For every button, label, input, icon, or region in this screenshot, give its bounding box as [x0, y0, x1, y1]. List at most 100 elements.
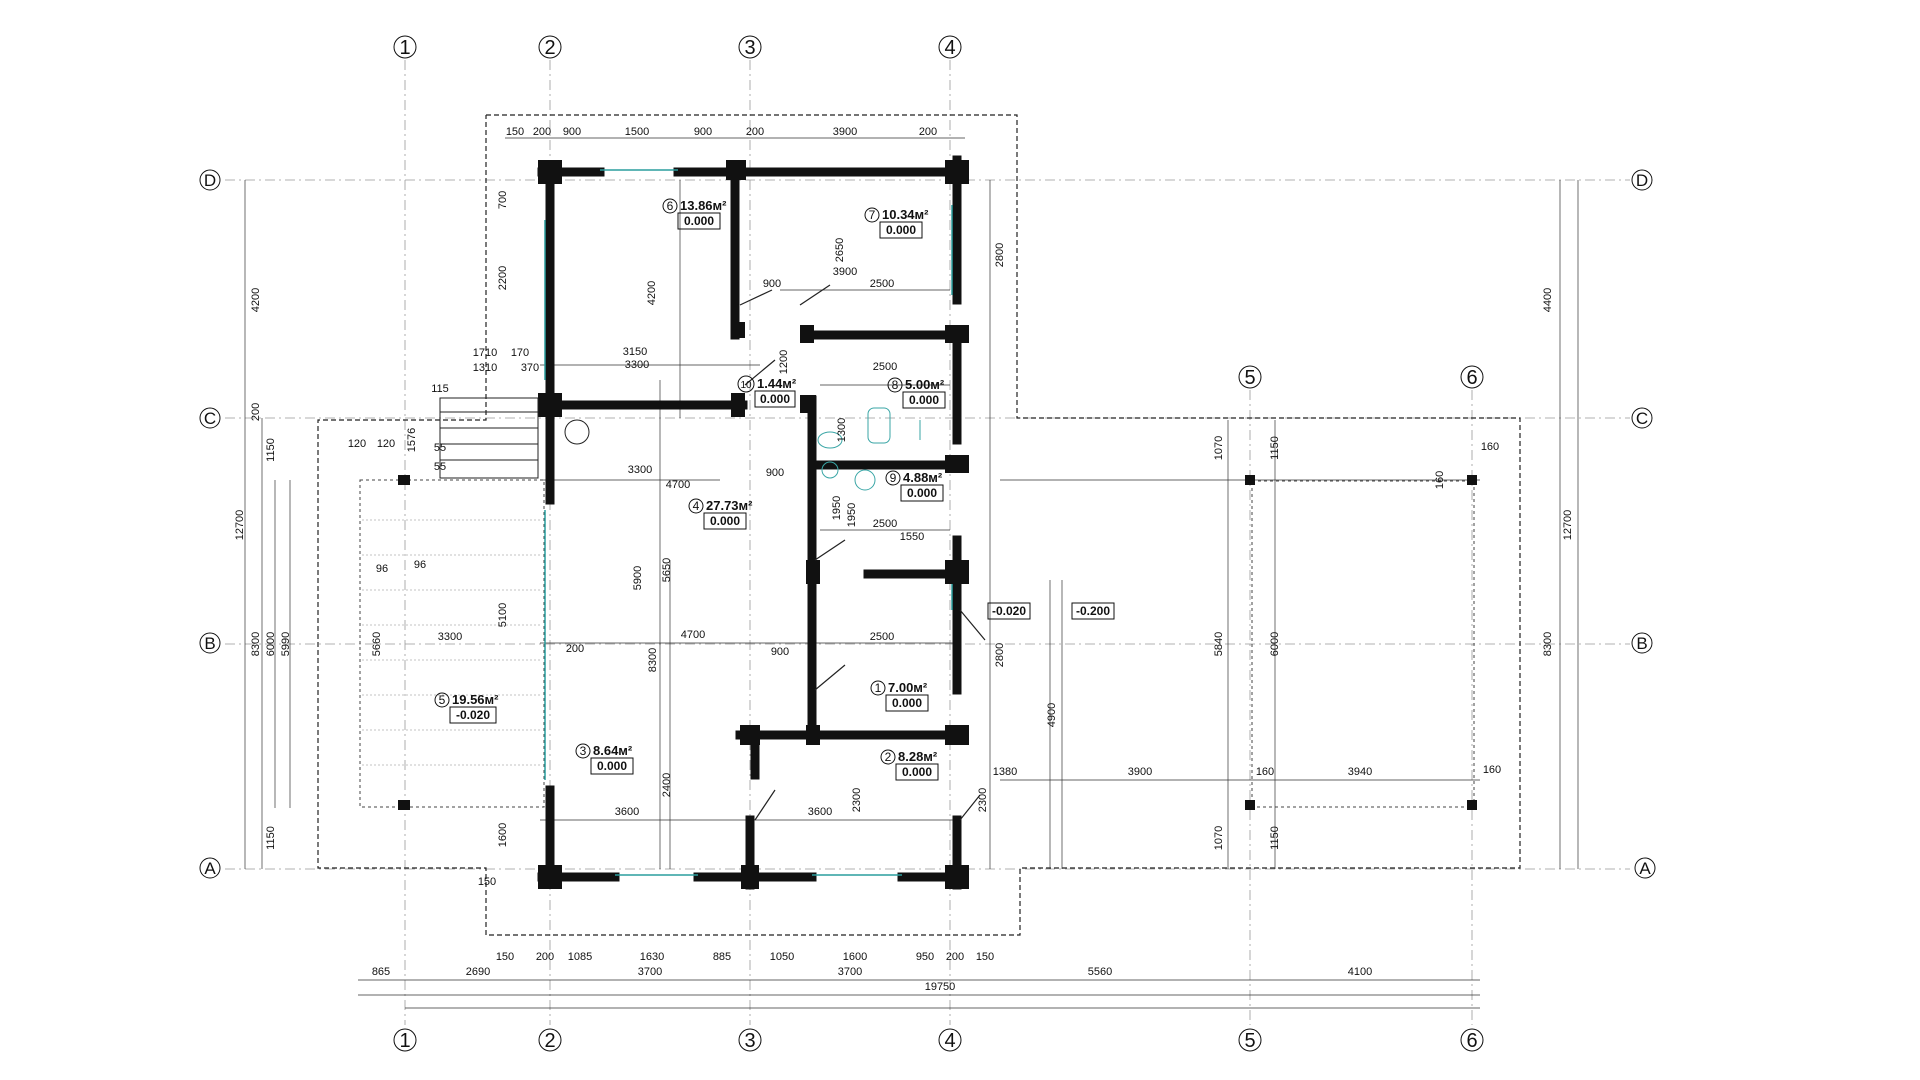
- svg-text:8300: 8300: [250, 632, 262, 656]
- svg-text:3: 3: [744, 37, 755, 59]
- svg-text:200: 200: [533, 126, 551, 138]
- svg-text:C: C: [204, 409, 216, 428]
- svg-text:1576: 1576: [406, 428, 418, 452]
- svg-text:150: 150: [506, 126, 524, 138]
- svg-text:900: 900: [771, 646, 789, 658]
- axis-bubble-right-B: B: [1631, 632, 1653, 654]
- svg-text:1050: 1050: [770, 951, 794, 963]
- svg-text:1380: 1380: [993, 766, 1017, 778]
- svg-text:5650: 5650: [661, 558, 673, 582]
- svg-text:5: 5: [439, 693, 446, 707]
- wall-nodes: [398, 160, 1477, 889]
- dims-interior: 700 2200 4200 3150 3300 3300 4700 4700 5…: [348, 191, 1058, 888]
- axis-bubble-top-4: 4: [938, 35, 962, 59]
- dims-right: 4400 12700 8300: [1542, 288, 1574, 656]
- svg-text:2300: 2300: [977, 788, 989, 812]
- svg-text:6: 6: [667, 199, 674, 213]
- svg-text:1300: 1300: [836, 418, 848, 442]
- svg-text:8.64м²: 8.64м²: [593, 743, 633, 758]
- stair: [439, 397, 590, 479]
- svg-text:13.86м²: 13.86м²: [680, 198, 727, 213]
- svg-text:1310: 1310: [473, 362, 497, 374]
- level-mark-yard: -0.200: [1071, 602, 1115, 620]
- svg-text:865: 865: [372, 966, 390, 978]
- svg-text:150: 150: [496, 951, 514, 963]
- terrace-deck: [362, 519, 540, 766]
- window-glazing: [544, 169, 953, 876]
- svg-text:5900: 5900: [632, 566, 644, 590]
- svg-text:0.000: 0.000: [902, 765, 932, 779]
- svg-text:3900: 3900: [833, 126, 857, 138]
- svg-text:170: 170: [511, 347, 529, 359]
- svg-text:1.44м²: 1.44м²: [757, 376, 797, 391]
- dim-total: 19750: [925, 981, 956, 993]
- svg-text:2800: 2800: [994, 243, 1006, 267]
- svg-text:3700: 3700: [838, 966, 862, 978]
- svg-text:120: 120: [377, 438, 395, 450]
- svg-text:3300: 3300: [625, 359, 649, 371]
- fixtures: [817, 407, 921, 491]
- svg-text:1: 1: [399, 1030, 410, 1052]
- svg-text:2500: 2500: [870, 631, 894, 643]
- svg-text:4900: 4900: [1046, 703, 1058, 727]
- axis-bubbles: 1 2 3 4 5 6 1 2 3 4 5 6 D C B A D C B A: [199, 35, 1656, 1052]
- room-label-10: 10 1.44м² 0.000: [737, 375, 797, 408]
- room-label-7: 7 10.34м² 0.000: [864, 207, 929, 239]
- svg-text:115: 115: [431, 383, 449, 395]
- svg-text:885: 885: [713, 951, 731, 963]
- svg-text:2500: 2500: [873, 361, 897, 373]
- dims-canopy: 3900 3940 160 160 160 160 5840 6000 1070…: [993, 436, 1501, 850]
- axis-bubble-bottom-4: 4: [938, 1028, 962, 1052]
- svg-text:900: 900: [563, 126, 581, 138]
- svg-text:8.28м²: 8.28м²: [898, 749, 938, 764]
- svg-text:4700: 4700: [666, 479, 690, 491]
- svg-text:5: 5: [1244, 1030, 1255, 1052]
- svg-text:D: D: [1636, 171, 1648, 190]
- svg-text:5560: 5560: [1088, 966, 1112, 978]
- svg-text:D: D: [204, 171, 216, 190]
- svg-text:0.000: 0.000: [907, 486, 937, 500]
- svg-text:2: 2: [544, 1030, 555, 1052]
- svg-text:200: 200: [250, 403, 262, 421]
- svg-text:150: 150: [976, 951, 994, 963]
- axis-bubble-right-A: A: [1634, 857, 1656, 879]
- svg-text:5660: 5660: [371, 632, 383, 656]
- svg-text:4400: 4400: [1542, 288, 1554, 312]
- walls: [537, 155, 963, 890]
- svg-text:9: 9: [890, 471, 897, 485]
- svg-text:A: A: [1639, 859, 1651, 878]
- svg-text:3940: 3940: [1348, 766, 1372, 778]
- svg-text:6: 6: [1466, 1030, 1477, 1052]
- svg-text:7: 7: [869, 208, 876, 222]
- svg-text:5990: 5990: [280, 632, 292, 656]
- axis-bubble-bottom-5: 5: [1238, 1028, 1262, 1052]
- svg-text:900: 900: [763, 278, 781, 290]
- axis-bubble-top-3: 3: [738, 35, 762, 59]
- svg-text:3300: 3300: [438, 631, 462, 643]
- axis-bubble-top-2: 2: [538, 35, 562, 59]
- svg-text:12700: 12700: [234, 510, 246, 541]
- svg-text:2500: 2500: [873, 518, 897, 530]
- svg-text:4200: 4200: [250, 288, 262, 312]
- room-labels: 1 7.00м² 0.000 2 8.28м² 0.000 3 8.64м² 0…: [434, 198, 1115, 781]
- axis-bubble-left-A: A: [199, 857, 221, 879]
- svg-text:1500: 1500: [625, 126, 649, 138]
- svg-text:1600: 1600: [843, 951, 867, 963]
- svg-text:2800: 2800: [994, 643, 1006, 667]
- svg-text:12700: 12700: [1562, 510, 1574, 541]
- svg-text:3150: 3150: [623, 346, 647, 358]
- svg-text:3900: 3900: [833, 266, 857, 278]
- svg-text:B: B: [1636, 634, 1647, 653]
- svg-text:370: 370: [521, 362, 539, 374]
- svg-text:4: 4: [944, 37, 955, 59]
- axis-bubble-right-C: C: [1631, 407, 1653, 429]
- svg-text:96: 96: [414, 559, 426, 571]
- svg-text:200: 200: [919, 126, 937, 138]
- svg-text:-0.020: -0.020: [992, 604, 1026, 618]
- svg-text:120: 120: [348, 438, 366, 450]
- svg-text:6000: 6000: [265, 632, 277, 656]
- svg-text:3700: 3700: [638, 966, 662, 978]
- svg-text:2: 2: [885, 750, 892, 764]
- svg-text:950: 950: [916, 951, 934, 963]
